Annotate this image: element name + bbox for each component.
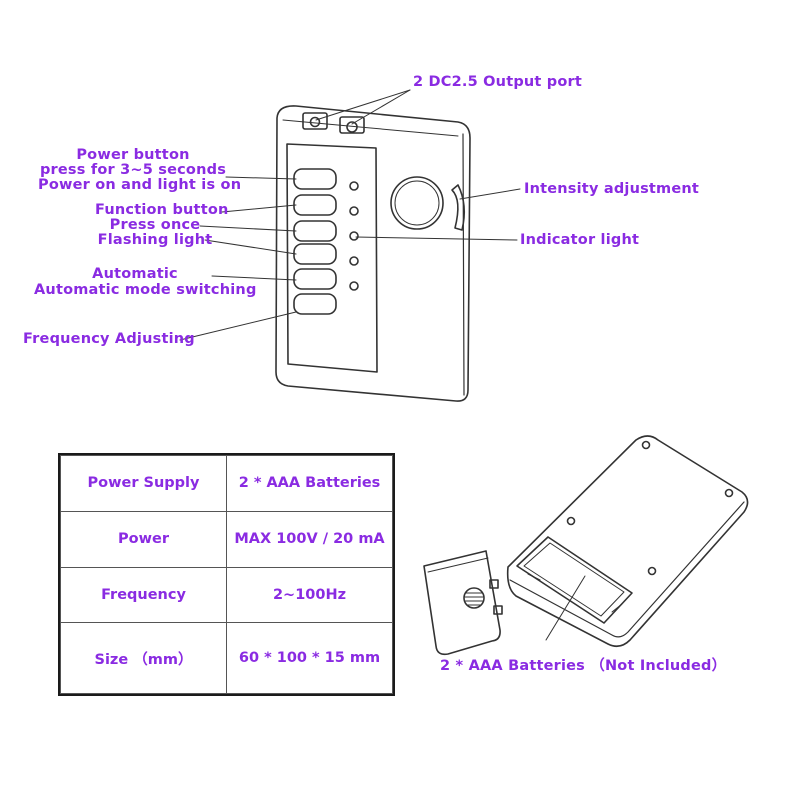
battery-compartment: [516, 536, 633, 624]
table-row: Power Supply 2 * AAA Batteries: [60, 455, 393, 512]
function-button: [293, 194, 337, 216]
spec-value: 60 * 100 * 15 mm: [226, 622, 393, 694]
device-front-view: [275, 105, 471, 402]
power-button: [293, 168, 337, 190]
intensity-knob: [390, 176, 444, 230]
indicator-light-1: [349, 181, 359, 191]
battery-cover: [423, 550, 501, 656]
leader-lines: [179, 89, 586, 641]
spec-table: Power Supply 2 * AAA Batteries Power MAX…: [58, 453, 395, 696]
power-button-title: Power button: [76, 147, 190, 163]
output-port-right: [339, 116, 365, 134]
spec-value: 2~100Hz: [226, 566, 393, 624]
output-port-left: [302, 112, 328, 130]
table-row: Power MAX 100V / 20 mA: [60, 510, 393, 568]
button-4: [293, 243, 337, 265]
indicator-light-label: Indicator light: [520, 232, 640, 248]
device-back-view: [423, 435, 749, 656]
batteries-note-label: 2 * AAA Batteries （Not Included）: [440, 658, 727, 674]
spec-name: Power Supply: [60, 455, 227, 512]
function-button-line2: Flashing light: [97, 232, 213, 248]
device-back-outline: [506, 435, 749, 648]
spec-value: 2 * AAA Batteries: [226, 455, 393, 512]
automatic-line1: Automatic mode switching: [34, 282, 257, 298]
power-button-line1: press for 3~5 seconds: [39, 162, 227, 178]
device-body-outline: [275, 105, 471, 402]
indicator-light-2: [349, 206, 359, 216]
power-button-line2: Power on and light is on: [38, 177, 242, 193]
automatic-title: Automatic: [92, 266, 178, 282]
indicator-light-5: [349, 281, 359, 291]
spec-value: MAX 100V / 20 mA: [226, 510, 393, 568]
frequency-adjusting-label: Frequency Adjusting: [23, 331, 195, 347]
table-row: Size （mm） 60 * 100 * 15 mm: [60, 622, 393, 694]
spec-name: Size （mm）: [60, 622, 227, 694]
spec-name: Power: [60, 510, 227, 568]
button-panel: [286, 143, 378, 373]
frequency-button: [293, 293, 337, 315]
intensity-adjustment-label: Intensity adjustment: [524, 181, 700, 197]
table-row: Frequency 2~100Hz: [60, 566, 393, 624]
cover-latch: [463, 587, 485, 609]
indicator-light-4: [349, 256, 359, 266]
function-button-title: Function button: [95, 202, 229, 218]
automatic-button: [293, 268, 337, 290]
button-3: [293, 220, 337, 242]
function-button-line1: Press once: [109, 217, 201, 233]
spec-name: Frequency: [60, 566, 227, 624]
indicator-light-3: [349, 231, 359, 241]
output-port-label: 2 DC2.5 Output port: [413, 74, 583, 90]
